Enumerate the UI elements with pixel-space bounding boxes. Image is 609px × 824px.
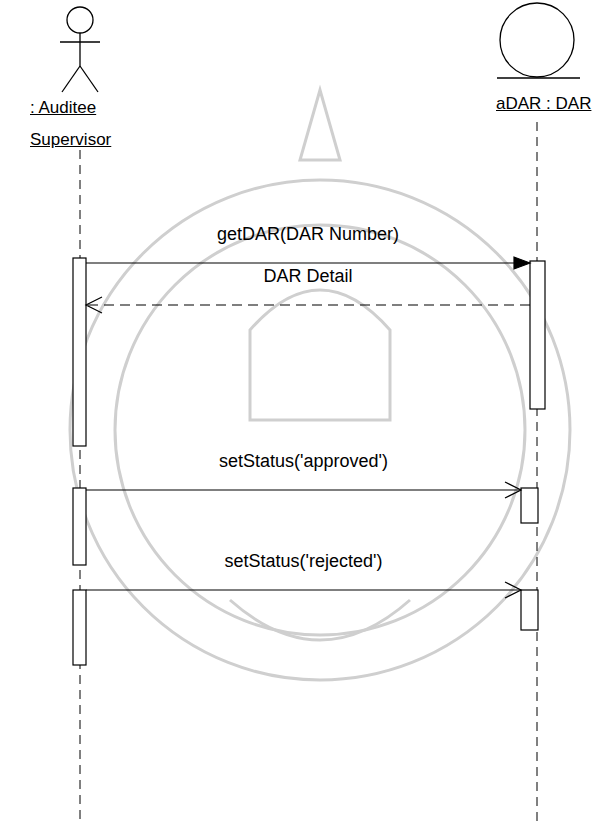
message-label: setStatus('approved') <box>219 451 388 472</box>
message-arrow <box>86 582 521 598</box>
lifeline <box>80 122 537 824</box>
message-label: setStatus('rejected') <box>225 551 383 572</box>
activation-bar <box>73 258 545 665</box>
actor-symbol <box>60 7 100 92</box>
object-name: : Auditee Supervisor <box>30 92 142 156</box>
object-name: aDAR : DAR <box>496 88 609 120</box>
entity-symbol <box>497 3 580 78</box>
object-label: aDAR : DAR <box>496 88 609 120</box>
message-arrow <box>86 482 521 498</box>
message-arrow <box>86 297 530 313</box>
message-label: getDAR(DAR Number) <box>217 224 399 245</box>
message-label: DAR Detail <box>263 266 352 287</box>
actor-label: : Auditee Supervisor <box>30 92 142 156</box>
watermark-seal <box>70 90 570 680</box>
